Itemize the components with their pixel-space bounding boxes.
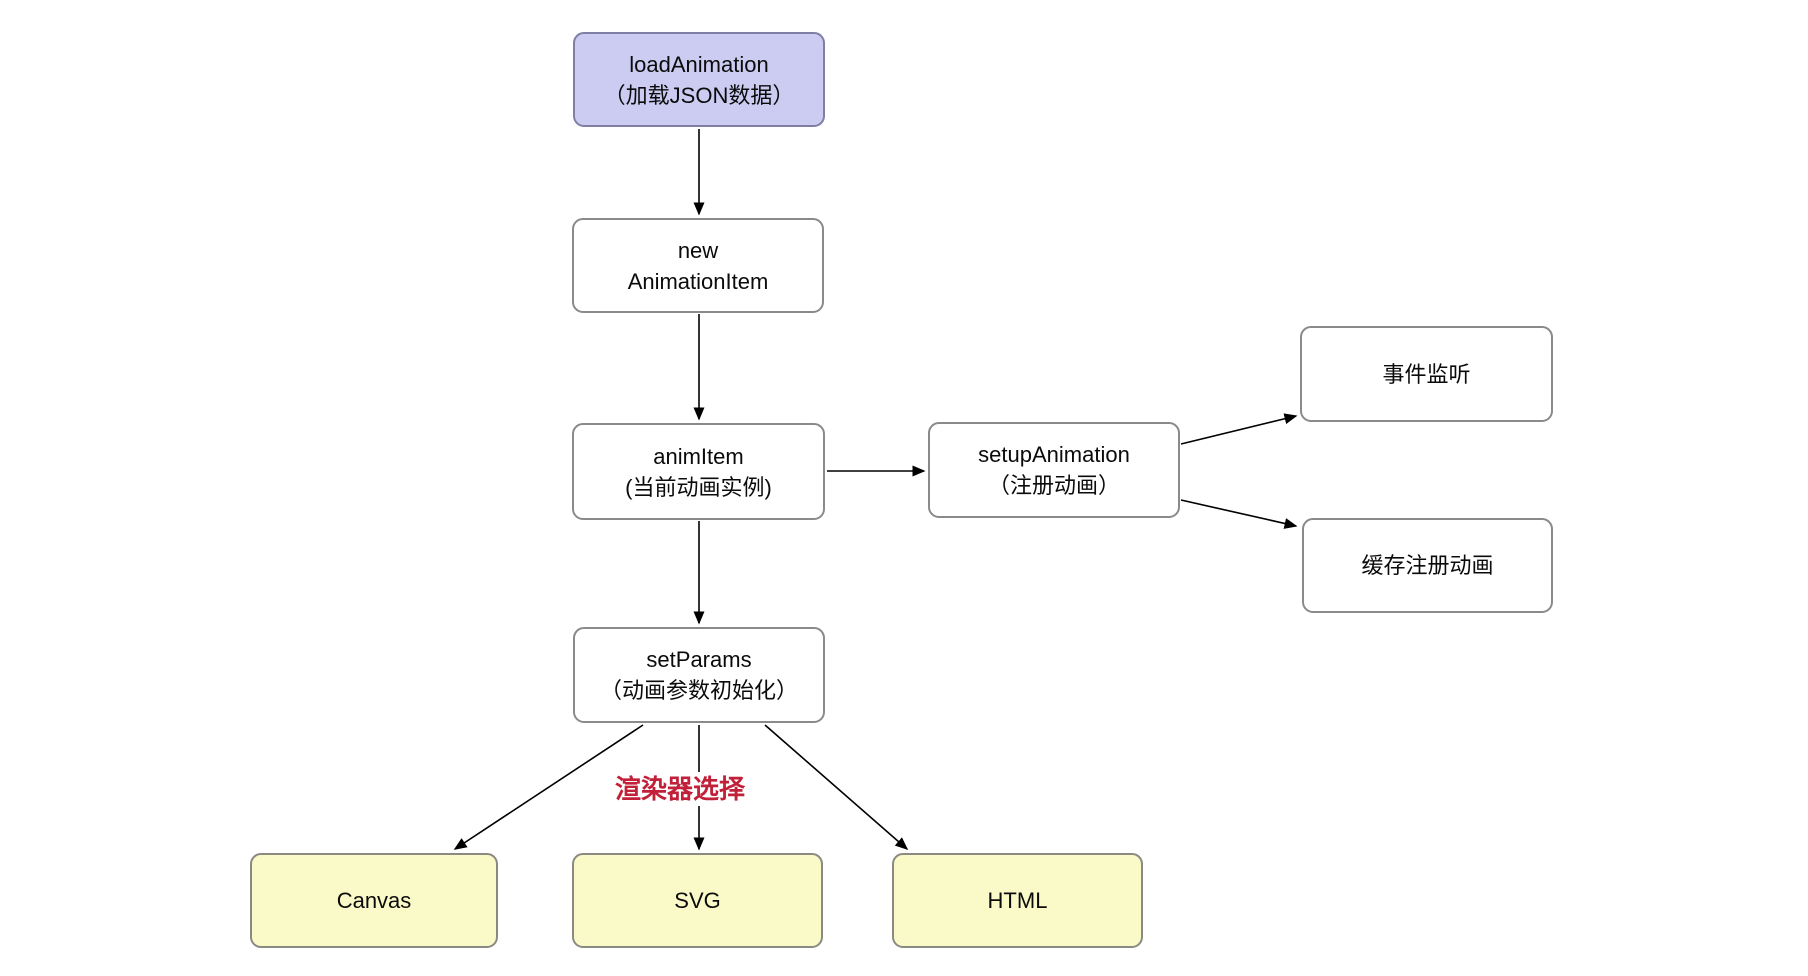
node-sublabel: （动画参数初始化） xyxy=(599,678,798,703)
node-renderer-canvas: Canvas xyxy=(250,853,498,948)
edge-setup-to-cache xyxy=(1180,499,1298,529)
node-cache-registered-animation: 缓存注册动画 xyxy=(1302,518,1553,613)
node-sublabel: (当前动画实例) xyxy=(625,474,772,500)
node-label: 事件监听 xyxy=(1382,361,1471,387)
edge-setparams-to-canvas xyxy=(453,724,644,850)
node-load-animation: loadAnimation （加载JSON数据） xyxy=(573,32,825,127)
node-label: HTML xyxy=(987,888,1048,913)
node-renderer-html: HTML xyxy=(892,853,1143,948)
edge-setup-to-eventlistener xyxy=(1180,413,1298,445)
node-sublabel: （加载JSON数据） xyxy=(603,82,795,108)
node-label: setupAnimation xyxy=(978,442,1130,467)
node-sublabel: AnimationItem xyxy=(627,268,769,294)
node-label: SVG xyxy=(674,888,721,913)
node-sublabel: （注册动画） xyxy=(987,473,1120,498)
node-label: animItem xyxy=(653,443,744,469)
node-renderer-svg: SVG xyxy=(572,853,823,948)
node-label: setParams xyxy=(646,647,752,672)
node-setup-animation: setupAnimation （注册动画） xyxy=(928,422,1180,518)
node-label: Canvas xyxy=(336,888,412,913)
edge-label-renderer-choice: 渲染器选择 xyxy=(606,772,754,806)
edge-setparams-to-html xyxy=(764,724,909,850)
node-label: new xyxy=(677,237,719,263)
node-set-params: setParams （动画参数初始化） xyxy=(573,627,825,723)
node-event-listener: 事件监听 xyxy=(1300,326,1553,422)
node-label: 缓存注册动画 xyxy=(1361,553,1494,578)
node-new-animation-item: new AnimationItem xyxy=(572,218,824,313)
node-label: loadAnimation xyxy=(629,51,769,77)
node-anim-item: animItem (当前动画实例) xyxy=(572,423,825,520)
